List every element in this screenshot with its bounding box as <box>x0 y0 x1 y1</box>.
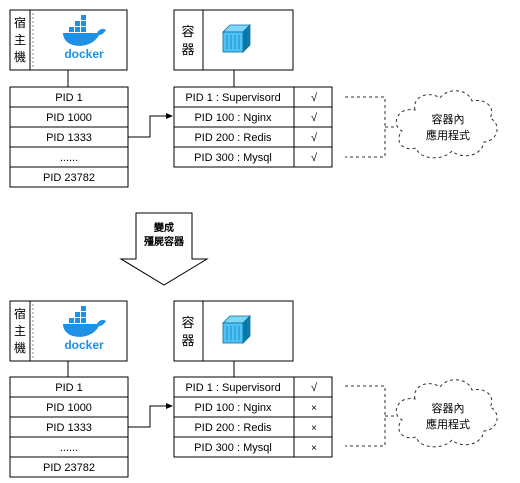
host-header: 宿 主 機 docker <box>9 300 128 362</box>
arrowhead-icon <box>166 403 173 409</box>
app-cloud: 容器內 應用程式 <box>395 90 498 159</box>
app-bracket <box>345 96 386 158</box>
docker-logo-text: docker <box>64 338 104 352</box>
host-pid-item: PID 1333 <box>46 422 92 434</box>
container-cube-icon <box>222 315 251 344</box>
app-bracket <box>345 385 386 447</box>
pid-status-mark: √ <box>311 132 318 144</box>
container-pid-name: PID 1 : Supervisord <box>185 382 280 394</box>
host-pid-item: PID 23782 <box>43 172 95 184</box>
container-pid-name: PID 300 : Mysql <box>194 442 272 454</box>
host-pid-item: ...... <box>60 442 78 454</box>
host-pid-item: PID 1000 <box>46 402 92 414</box>
host-label-char: 宿 <box>14 306 26 321</box>
host-label-char: 宿 <box>14 15 26 30</box>
container-pid-table: PID 1 : Supervisord PID 100 : Nginx PID … <box>173 376 333 458</box>
host-pid-item: PID 1 <box>55 92 83 104</box>
host-pid-item: PID 23782 <box>43 462 95 474</box>
pid-status-mark: × <box>311 443 317 454</box>
cloud-label-line: 應用程式 <box>426 128 470 142</box>
container-pid-name: PID 200 : Redis <box>194 422 272 434</box>
host-pid-list: PID 1 PID 1000 PID 1333 ...... PID 23782 <box>9 376 129 478</box>
host-pid-list: PID 1 PID 1000 PID 1333 ...... PID 23782 <box>9 86 129 188</box>
container-label-char: 容 <box>181 24 194 39</box>
pid-connector-arrow <box>128 115 168 138</box>
pid-status-mark: √ <box>311 382 318 394</box>
container-header: 容 器 <box>173 300 294 362</box>
pid-status-mark: √ <box>311 112 318 124</box>
container-label-char: 器 <box>181 42 194 57</box>
host-pid-item: ...... <box>60 152 78 164</box>
host-header: 宿 主 機 docker <box>9 9 128 71</box>
transition-label-line: 殭屍容器 <box>144 235 185 248</box>
pid-status-mark: √ <box>311 92 318 104</box>
container-pid-name: PID 200 : Redis <box>194 132 272 144</box>
container-pid-name: PID 300 : Mysql <box>194 152 272 164</box>
host-label-char: 主 <box>14 33 26 47</box>
host-label-char: 機 <box>14 340 26 355</box>
pid-connector-arrow <box>128 405 168 428</box>
pid-status-mark: √ <box>311 152 318 164</box>
panel-top: 宿 主 機 docker PID 1 PID 1000 PID 1333 ...… <box>9 9 498 188</box>
transition-arrow: 變成 殭屍容器 <box>119 212 209 286</box>
cloud-label-line: 容器內 <box>432 401 465 415</box>
host-pid-item: PID 1 <box>55 382 83 394</box>
container-cube-icon <box>222 24 251 53</box>
container-pid-name: PID 100 : Nginx <box>194 402 272 414</box>
arrowhead-icon <box>166 113 173 119</box>
host-label-char: 機 <box>14 49 26 64</box>
pid-status-mark: × <box>311 403 317 414</box>
container-pid-table: PID 1 : Supervisord PID 100 : Nginx PID … <box>173 86 333 168</box>
cloud-label-line: 容器內 <box>432 112 465 126</box>
container-pid-name: PID 100 : Nginx <box>194 112 272 124</box>
panel-bottom: 宿 主 機 docker PID 1 PID 1000 PID 1333 ...… <box>9 300 498 478</box>
container-header: 容 器 <box>173 9 294 71</box>
pid-status-mark: × <box>311 423 317 434</box>
host-label-char: 主 <box>14 324 26 338</box>
host-pid-item: PID 1000 <box>46 112 92 124</box>
container-label-char: 器 <box>181 333 194 348</box>
cloud-label-line: 應用程式 <box>426 417 470 431</box>
container-pid-name: PID 1 : Supervisord <box>185 92 280 104</box>
app-cloud: 容器內 應用程式 <box>395 379 498 448</box>
transition-label-line: 變成 <box>153 221 174 234</box>
docker-logo-text: docker <box>64 47 104 61</box>
host-pid-item: PID 1333 <box>46 132 92 144</box>
container-label-char: 容 <box>181 315 194 330</box>
